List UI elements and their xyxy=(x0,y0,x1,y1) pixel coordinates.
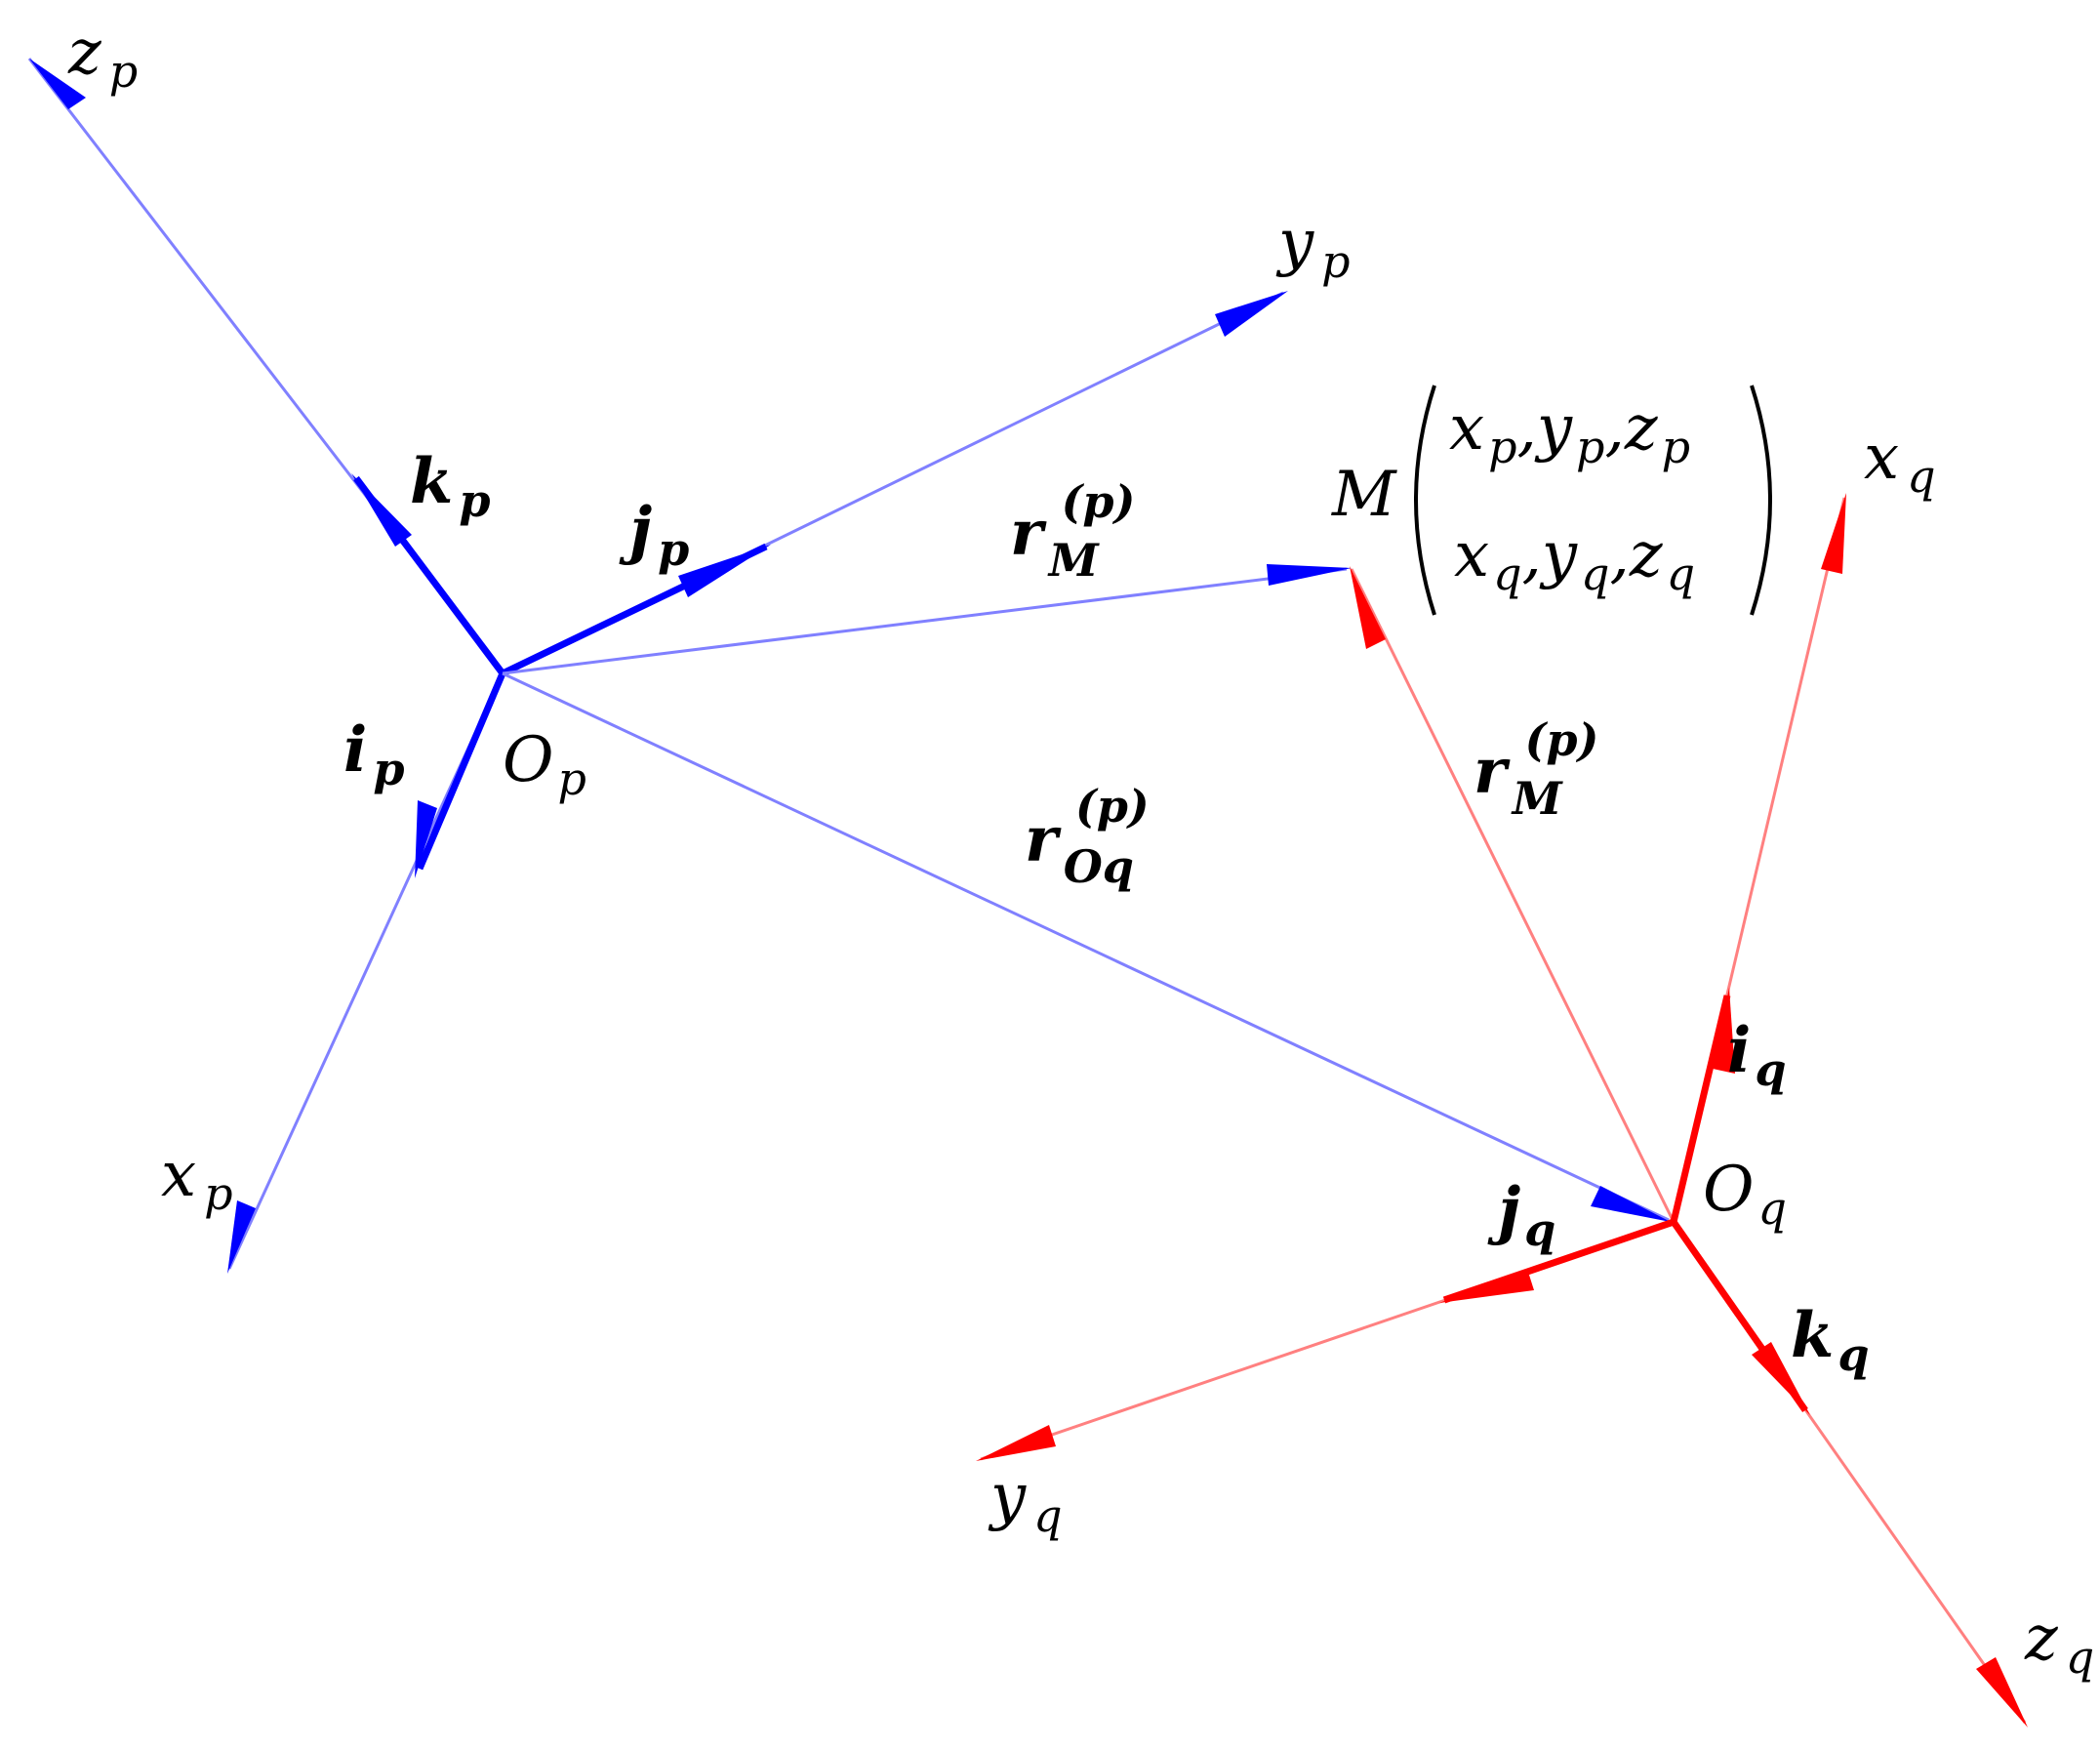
vector-rM-q-line xyxy=(1350,568,1676,1223)
point-m-label: M xyxy=(1331,459,1397,531)
vector-rOq-p-arrowhead xyxy=(1591,1186,1671,1222)
vector-rM-p-arrowhead xyxy=(1267,564,1352,586)
unit-jq-arrowhead xyxy=(1439,1269,1534,1303)
origin-oq-label: Oq xyxy=(1703,1154,1787,1235)
unit-kq-arrowhead xyxy=(1752,1342,1810,1415)
axis-xp-arrowhead xyxy=(227,1200,256,1274)
axis-zq-arrowhead xyxy=(1976,1657,2028,1727)
unit-jp-arrowhead xyxy=(678,545,771,597)
point-m-coordinates: M xp,yp,zp xq,yq,zq xyxy=(1331,385,1772,616)
right-parenthesis xyxy=(1750,385,1772,616)
unit-iq-arrowhead xyxy=(1713,988,1735,1074)
coords-row-q: xq,yq,zq xyxy=(1454,519,1695,600)
vector-rM-q-arrowhead xyxy=(1350,566,1386,649)
axis-zp-arrowhead xyxy=(29,59,86,109)
unit-iq-line xyxy=(1670,995,1731,1223)
vector-rM-p-line xyxy=(502,567,1348,675)
vector-rOq-p-line xyxy=(502,671,1670,1222)
origin-op-label: Op xyxy=(503,724,586,805)
axis-yq-arrowhead xyxy=(976,1425,1056,1461)
coords-row-p: xp,yp,zp xyxy=(1449,392,1690,473)
unit-jq-label: jq xyxy=(1487,1174,1555,1256)
unit-ip-arrowhead xyxy=(415,800,437,878)
unit-iq-label: iq xyxy=(1727,1014,1786,1096)
left-parenthesis xyxy=(1414,385,1436,616)
unit-kp-arrowhead xyxy=(351,473,412,547)
unit-kq-label: kq xyxy=(1791,1299,1870,1381)
axis-yp-arrowhead xyxy=(1215,291,1288,337)
unit-ip-line xyxy=(416,671,506,871)
axis-xq-arrowhead xyxy=(1821,493,1846,574)
